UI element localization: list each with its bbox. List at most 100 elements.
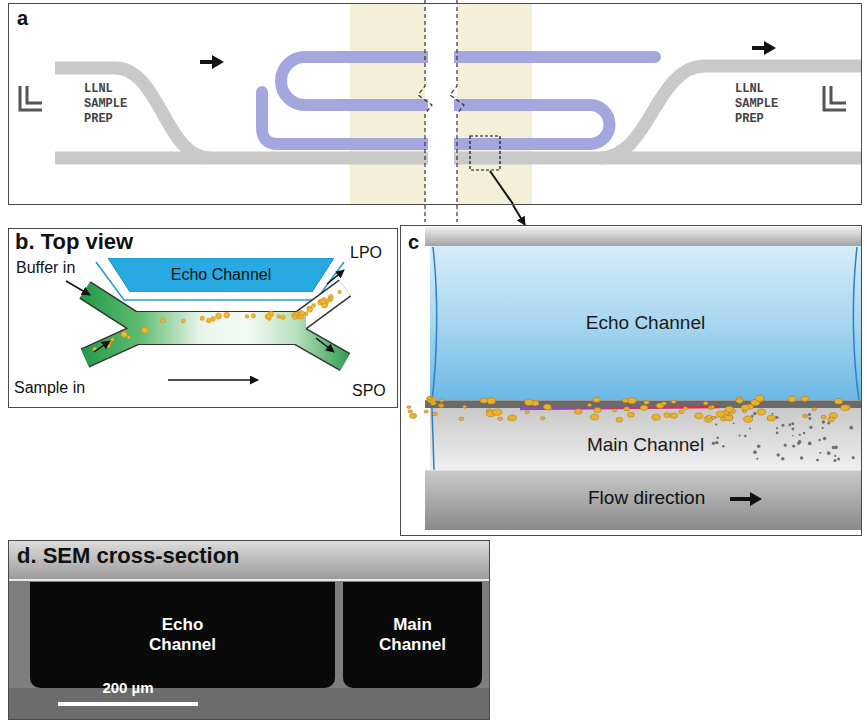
particle (525, 399, 534, 405)
small-particle (776, 453, 779, 456)
channel-label: Main Channel (373, 615, 453, 656)
particle (307, 307, 312, 312)
particle (407, 406, 411, 409)
small-particle (823, 437, 827, 441)
particle (593, 397, 600, 402)
particle (408, 410, 412, 413)
echo-channel: Echo Channel (108, 258, 334, 292)
channel-outline (127, 311, 307, 345)
small-particle (834, 455, 836, 457)
small-particle (852, 456, 855, 459)
particle (640, 405, 648, 410)
particles (93, 290, 342, 351)
echo-channel-fill (108, 258, 334, 292)
particle (644, 401, 650, 405)
flow-arrow (200, 60, 214, 64)
small-particle (800, 456, 804, 460)
particle (293, 315, 297, 319)
main-channel-top (128, 312, 306, 344)
particle (802, 414, 807, 418)
particle (704, 416, 713, 422)
particle (427, 396, 432, 399)
port-label: Sample in (14, 378, 85, 397)
particle (487, 398, 496, 404)
particle (304, 312, 308, 316)
particle (424, 410, 429, 413)
particle (161, 318, 166, 323)
particle (439, 399, 444, 402)
particle (281, 315, 286, 320)
particle (433, 412, 438, 415)
panel-frame: a (8, 3, 862, 205)
particle (142, 327, 148, 333)
small-particle (715, 441, 718, 444)
small-particle (808, 442, 812, 446)
small-particle (849, 426, 853, 430)
port-arrow (327, 270, 344, 284)
particle (711, 405, 715, 408)
port-arrow (316, 338, 334, 352)
port-label: SPO (352, 381, 386, 400)
small-particle (784, 444, 787, 447)
particle (624, 407, 630, 411)
edge-line (432, 247, 437, 400)
particle (757, 409, 766, 415)
particle (671, 400, 676, 404)
particle (716, 411, 725, 417)
flow-arrow (212, 55, 224, 69)
small-particle (819, 452, 821, 454)
sem-lid (9, 541, 489, 580)
particle (459, 417, 464, 420)
particle (613, 409, 617, 412)
particle (540, 417, 545, 420)
small-particle (771, 413, 773, 415)
particle (321, 299, 326, 304)
particle (591, 414, 599, 420)
small-particle (753, 450, 757, 454)
particle (755, 395, 764, 401)
particle (594, 407, 601, 412)
small-particle (739, 435, 741, 437)
outlet-trace (600, 66, 861, 158)
main-channel-trace (55, 152, 861, 165)
main-channel-section: Main Channel (343, 582, 482, 688)
edge-line (432, 408, 434, 470)
small-particle (827, 422, 830, 425)
edge-line (853, 247, 859, 400)
particle (409, 413, 416, 418)
port-arrow (94, 341, 110, 352)
flow-arrow (730, 497, 752, 501)
particle (812, 407, 817, 410)
particle (216, 313, 222, 319)
particle (543, 404, 551, 410)
particle (438, 403, 444, 407)
particle (508, 415, 516, 421)
particle (835, 398, 843, 404)
small-particle (753, 412, 756, 415)
main-volume (430, 408, 861, 470)
flow-arrow (764, 41, 776, 55)
small-particle (791, 422, 794, 425)
zoom-box (470, 136, 500, 170)
particle (299, 311, 304, 316)
small-particle (744, 435, 747, 438)
particle (480, 398, 488, 403)
panel-heading: b. Top view (15, 229, 133, 255)
chip-layout (20, 0, 861, 222)
small-particle (799, 434, 801, 436)
small-particle (776, 431, 779, 434)
flow-label: Flow direction (588, 487, 705, 510)
flow-arrow (168, 379, 258, 381)
particle (670, 413, 678, 418)
small-particle (792, 445, 794, 447)
particle (788, 396, 796, 402)
particle (200, 316, 204, 320)
echo-volume (430, 246, 861, 400)
small-particle (757, 444, 761, 448)
particle (181, 319, 185, 323)
small-particle (733, 422, 735, 424)
port-label: LPO (350, 243, 382, 262)
small-particle (797, 442, 800, 445)
channel-label: Echo Channel (586, 312, 705, 335)
